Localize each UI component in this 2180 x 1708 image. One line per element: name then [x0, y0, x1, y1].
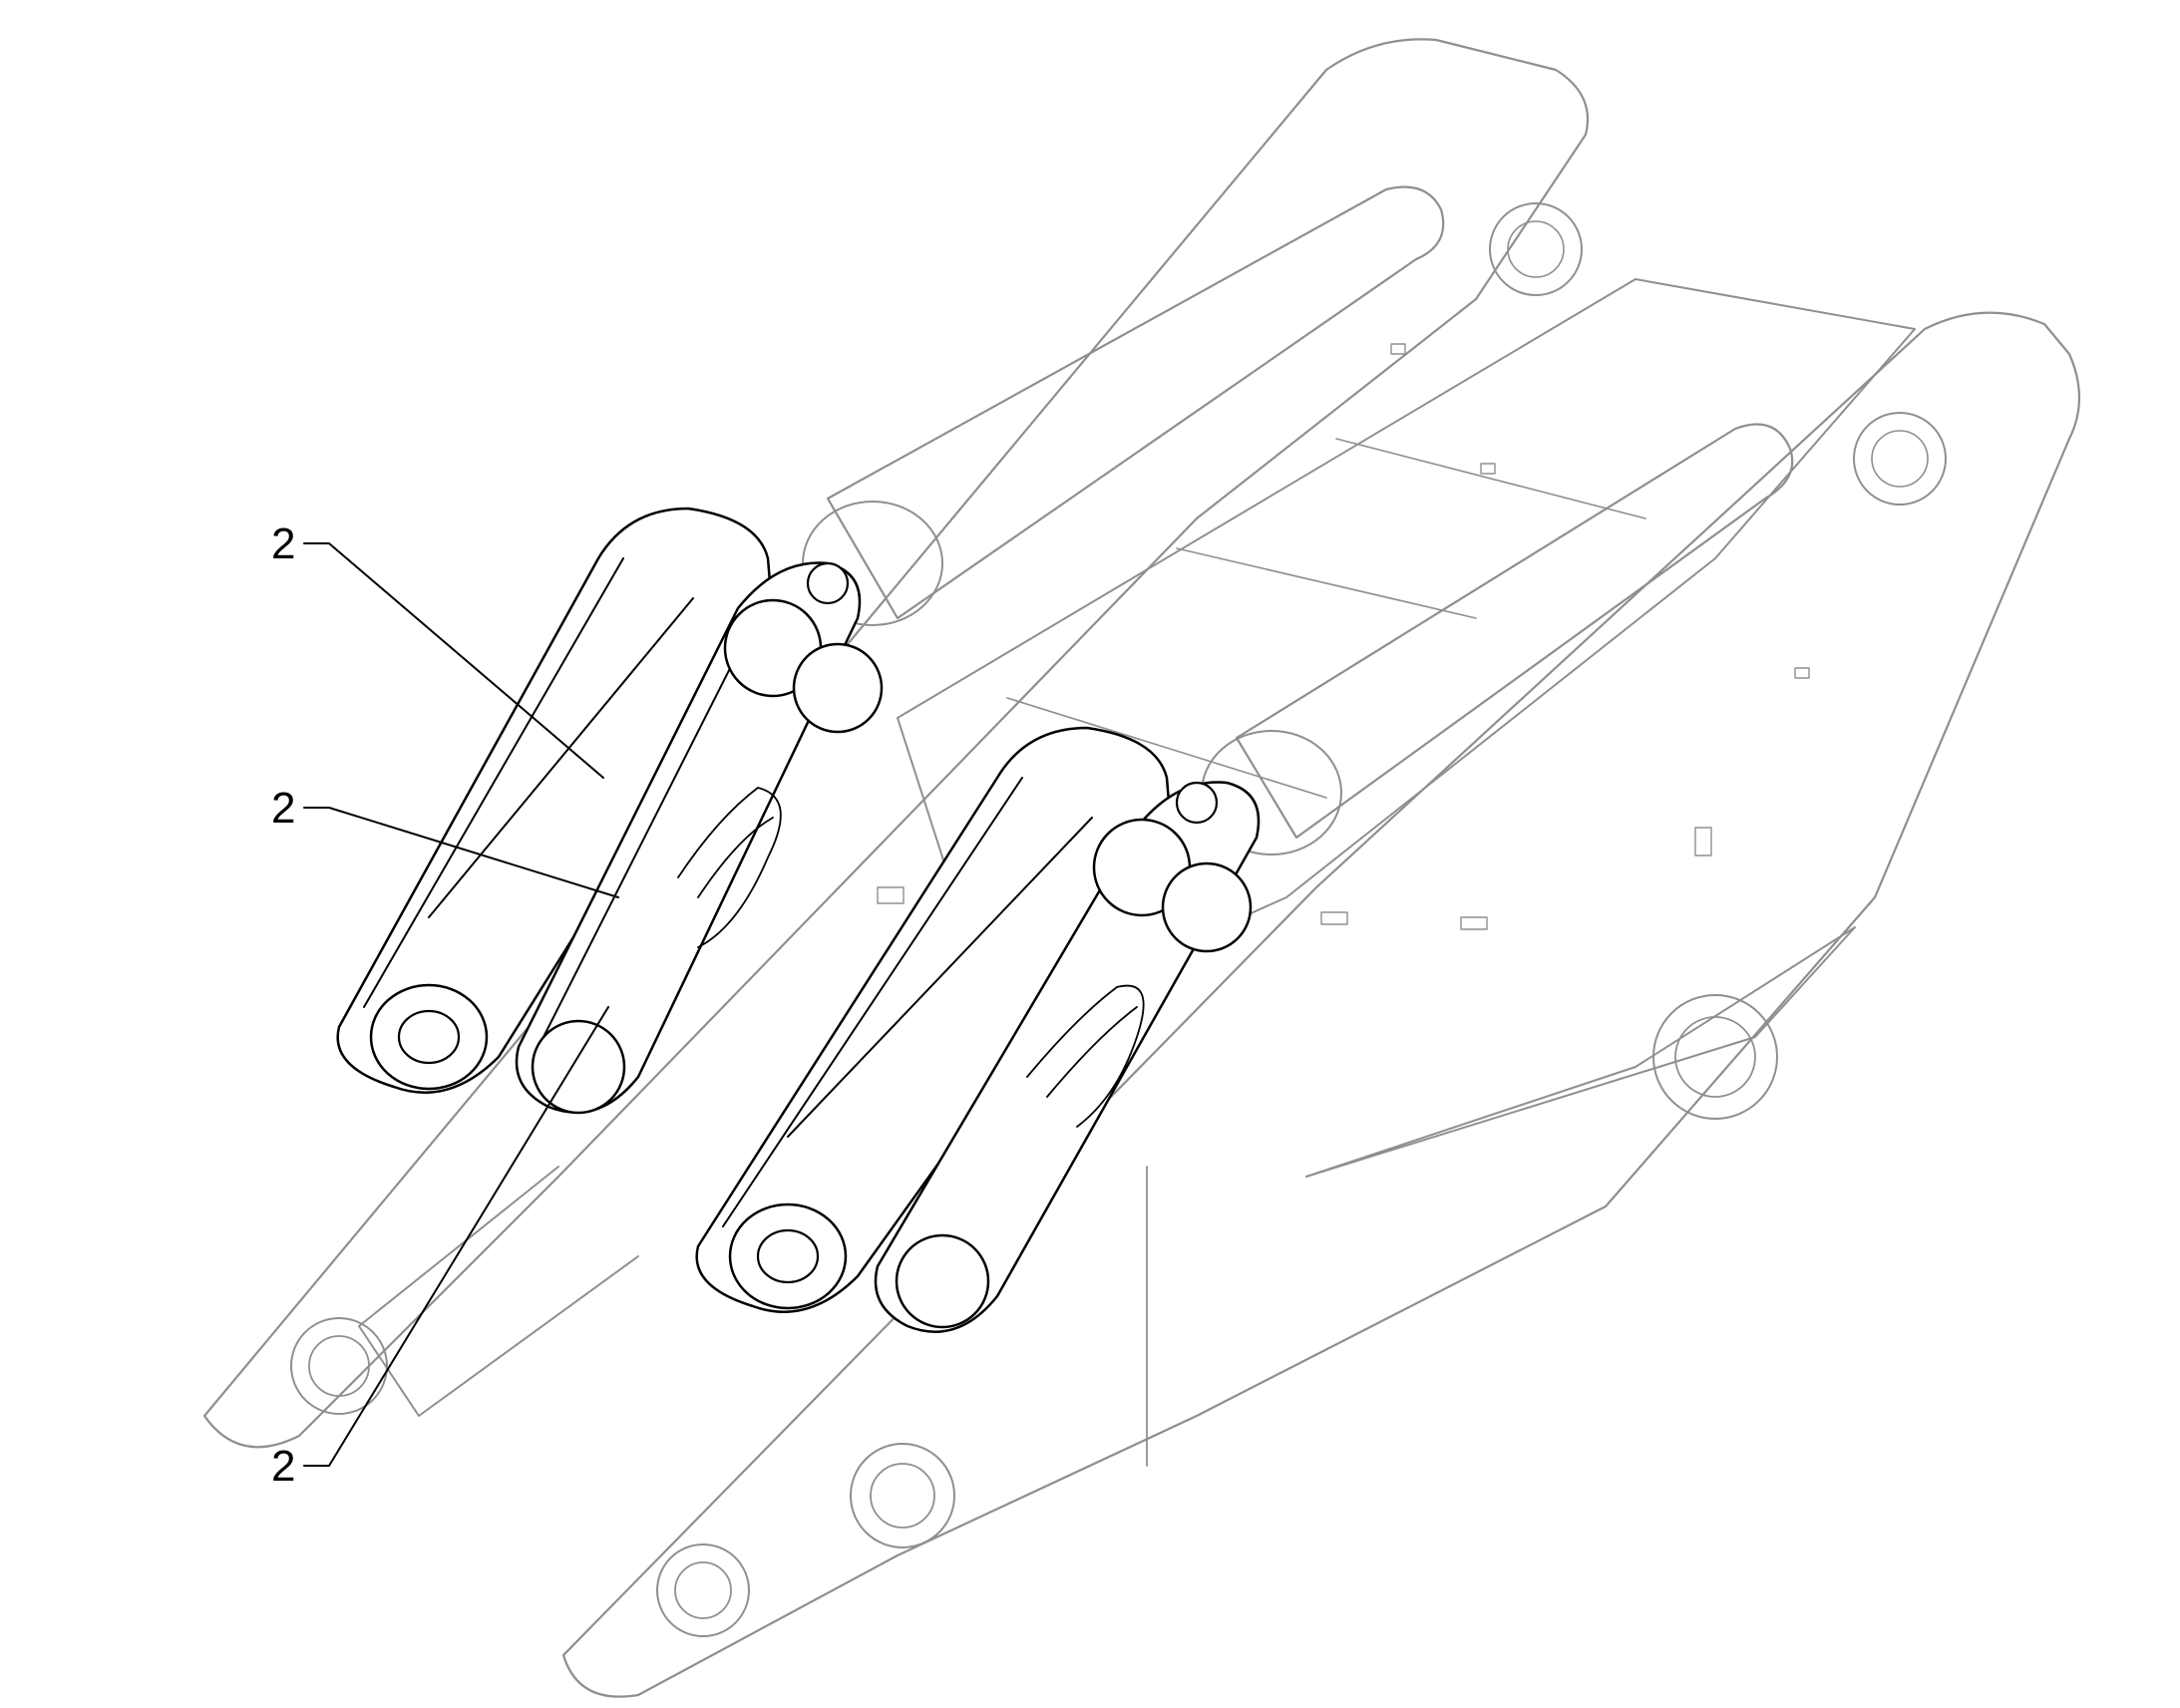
callout-middle: 2	[271, 784, 619, 898]
slot	[1320, 911, 1348, 925]
callout-label: 2	[271, 1442, 295, 1491]
boom-frame	[202, 38, 2081, 1698]
left-link-top-boss-2	[792, 642, 884, 734]
right-link-eye-outer	[728, 1202, 848, 1310]
left-hose-bundle-2	[697, 817, 774, 898]
leader-line	[303, 1006, 609, 1467]
left-outer-link-web	[428, 597, 694, 918]
leader-line	[303, 807, 619, 898]
right-link-eye-inner	[756, 1228, 820, 1284]
left-cylinder-barrel	[826, 185, 1445, 620]
left-tail-web	[358, 1166, 639, 1417]
right-outer-link-web	[787, 817, 1093, 1138]
lower-pin-inner	[870, 1463, 935, 1529]
right-link-top-boss-2	[1161, 861, 1253, 953]
slot	[877, 886, 905, 904]
callout-lower: 2	[271, 1006, 609, 1491]
left-link-bottom-boss	[531, 1019, 626, 1115]
cross-plate-seam-3	[1006, 697, 1327, 799]
right-hose-bundle-2	[1046, 1006, 1138, 1098]
left-boom-arm	[202, 38, 1590, 1449]
right-link-top-eye	[1175, 781, 1219, 825]
right-link-assembly	[695, 726, 1261, 1333]
slot	[1694, 827, 1712, 856]
slot	[1460, 916, 1488, 930]
left-link-top-eye	[806, 561, 850, 605]
hose-bundles	[677, 787, 1145, 1128]
left-link-eye-outer	[369, 983, 489, 1091]
right-hose-bundle	[1026, 984, 1145, 1128]
frame-slots	[877, 343, 1810, 930]
callout-label: 2	[271, 519, 295, 568]
right-boom-arm	[561, 311, 2081, 1698]
slot	[1480, 463, 1496, 475]
cross-plate-seam-1	[1176, 547, 1477, 619]
right-cylinder-barrel	[1235, 423, 1794, 840]
lower-pin-outer	[850, 1443, 955, 1548]
front-pin-inner	[674, 1561, 732, 1619]
left-hose-bundle	[677, 787, 782, 948]
top-right-end-boss	[1853, 412, 1947, 506]
callout-upper: 2	[271, 519, 604, 779]
left-link-eye-inner	[397, 1009, 461, 1065]
left-link-assembly	[336, 507, 884, 1115]
left-inner-link	[515, 561, 862, 1114]
front-pin-outer	[656, 1543, 750, 1637]
left-outer-link-inner-edge	[363, 557, 624, 1008]
left-pin-outer	[290, 1317, 388, 1415]
top-right-end-boss-inner	[1871, 430, 1929, 488]
right-arm-pin-outer	[1652, 994, 1778, 1120]
right-arm-pin-inner	[1674, 1016, 1756, 1098]
top-left-end-boss-inner	[1507, 220, 1565, 278]
right-gusset	[1305, 926, 1856, 1178]
top-left-end-boss	[1489, 202, 1583, 296]
leader-line	[303, 542, 604, 779]
cross-plate-seam-2	[1335, 438, 1646, 519]
left-inner-link-edge	[543, 612, 759, 1038]
slot	[1390, 343, 1406, 355]
right-outer-link-inner-edge	[722, 777, 1023, 1227]
callout-label: 2	[271, 784, 295, 833]
right-link-bottom-boss	[895, 1233, 990, 1329]
left-pin-inner	[308, 1335, 370, 1397]
slot	[1794, 667, 1810, 679]
